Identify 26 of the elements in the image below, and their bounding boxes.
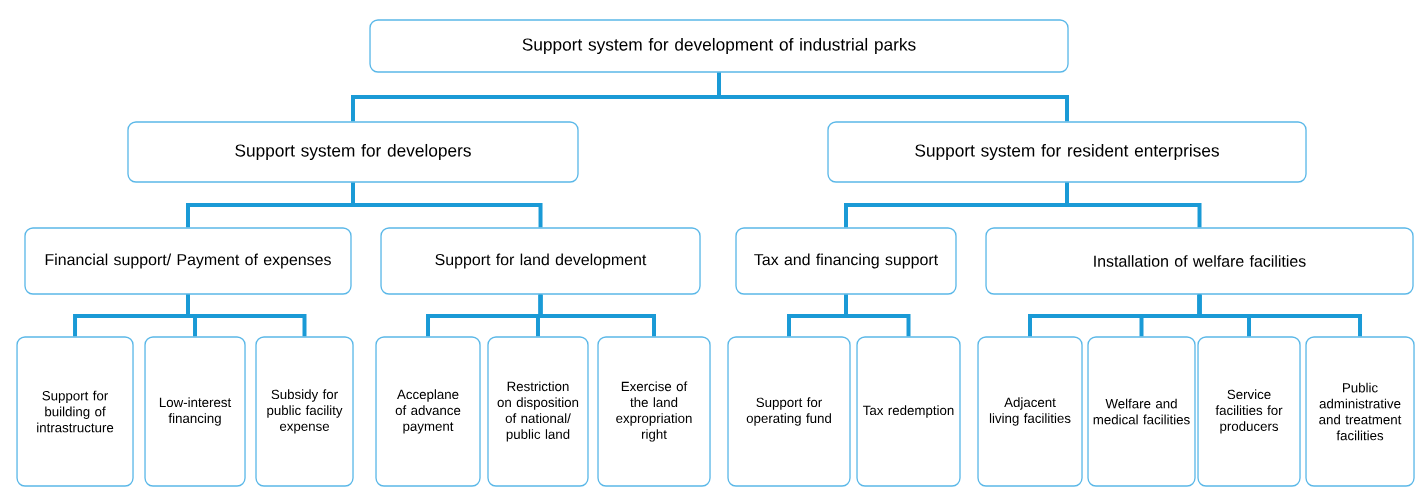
process-box: Acceplane of advance payment <box>375 336 481 487</box>
process-box: Low-interest financing <box>144 336 246 487</box>
connector <box>717 72 1069 122</box>
process-box: Public administrative and treatment facilities <box>1305 336 1415 487</box>
process-box: Support for building of intrastructure <box>16 336 134 487</box>
connector <box>538 294 656 337</box>
process-box: Financial support/ Payment of expenses <box>24 227 352 295</box>
process-box: Tax and financing support <box>735 227 957 295</box>
process-box: Service facilities for producers <box>1197 336 1301 487</box>
process-box: Installation of welfare facilities <box>985 227 1414 295</box>
process-box: Restriction on disposition of national/ public land <box>487 336 589 487</box>
connector <box>186 294 307 337</box>
connector <box>1065 182 1202 228</box>
process-box: Support system for developers <box>127 121 579 183</box>
process-box: Support for land development <box>380 227 701 295</box>
connector <box>351 182 543 228</box>
process-box: Subsidy for public facility expense <box>255 336 354 487</box>
process-box: Support system for development of industrial parks <box>369 19 1069 73</box>
connector <box>1197 294 1362 337</box>
process-box: Adjacent living facilities <box>977 336 1083 487</box>
process-box: Tax redemption <box>856 336 961 487</box>
process-box: Support system for resident enterprises <box>827 121 1307 183</box>
connector <box>844 294 911 337</box>
process-box: Exercise of the land expropriation right <box>597 336 711 487</box>
process-box: Support for operating fund <box>727 336 851 487</box>
process-box: Welfare and medical facilities <box>1087 336 1196 487</box>
